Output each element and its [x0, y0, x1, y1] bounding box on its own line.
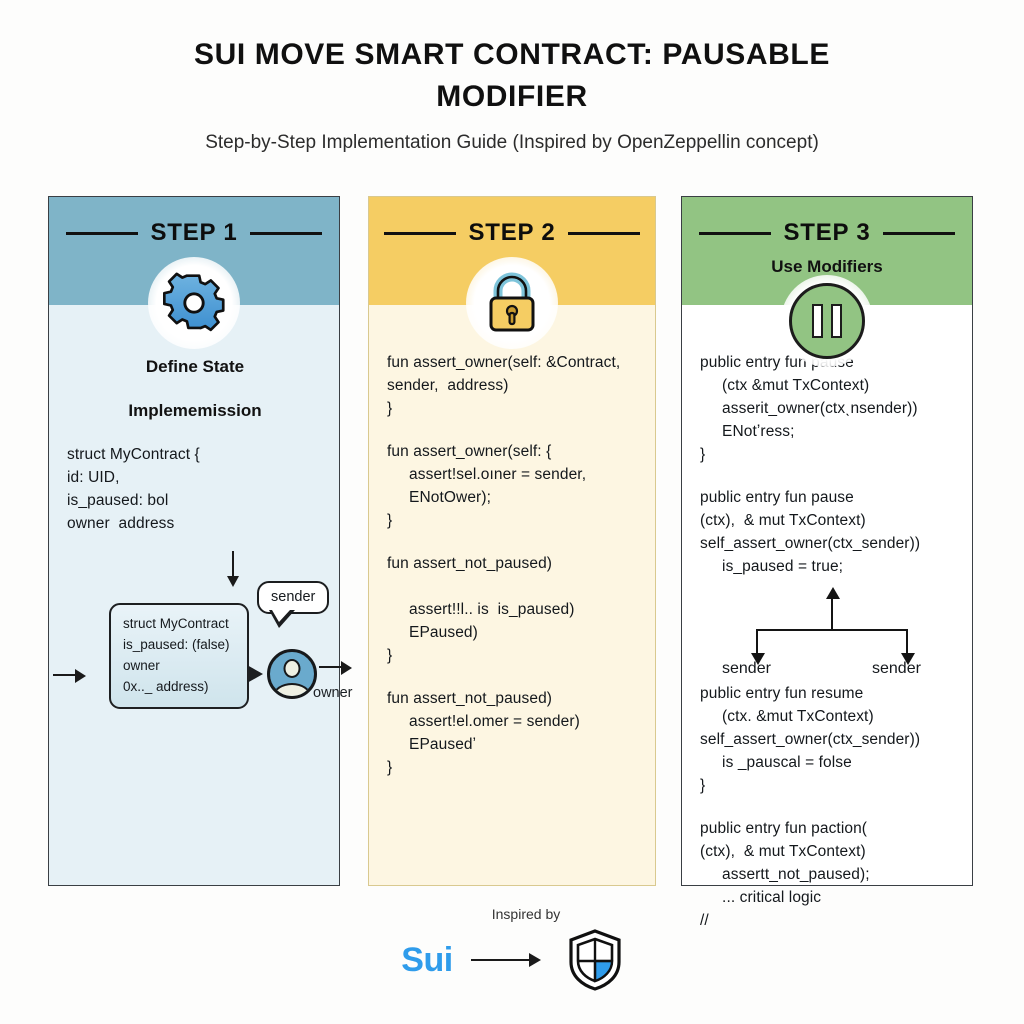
down-arrow-icon [224, 551, 242, 587]
code-text: public entry fun pause (ctx), & mut TxCo… [700, 489, 921, 575]
step-1-label: STEP 1 [150, 219, 238, 246]
page-title: SUI MOVE SMART CONTRACT: PAUSABLE MODIFI… [194, 38, 830, 113]
rule-right [567, 231, 640, 235]
pause-icon-badge [781, 275, 873, 367]
branch-label-left: sender [722, 660, 771, 677]
up-arrow-icon [825, 587, 840, 599]
state-box-line-3: owner [123, 658, 160, 673]
contract-state-box: struct MyContract is_paused: (false) own… [109, 603, 249, 709]
step-2-rule: STEP 2 [369, 219, 655, 247]
code-text: public entry fun resume (ctx. &mut TxCon… [700, 685, 921, 794]
step-2-code-block-4: fun assert_not_paused) assert!el.omer = … [387, 687, 639, 779]
branch-label-right: sender [872, 660, 921, 677]
code-text: public entry fun paction( (ctx), & mut T… [700, 820, 870, 929]
step-3-code-block-4: public entry fun paction( (ctx), & mut T… [700, 817, 956, 932]
arrow-right-icon-out [319, 659, 353, 675]
step-2-body: fun assert_owner(self: &Contract, sender… [369, 305, 655, 885]
shield-icon [569, 929, 621, 991]
footer-note: Inspired by [491, 906, 561, 922]
step-1-code: struct MyContract { id: UID, is_paused: … [67, 446, 200, 532]
state-box-line-1: struct MyContract [123, 616, 229, 631]
step-1-heading-1: Define State [145, 357, 245, 376]
branch-arrows: sender sender [700, 587, 956, 677]
pause-bar-left [812, 304, 823, 338]
rule-left [384, 231, 457, 235]
step-3-code-block-1: public entry fun pause (ctx &mut TxConte… [700, 351, 956, 466]
footer: Inspired by Sui [0, 906, 1024, 992]
sui-logo: Sui [401, 940, 453, 979]
step-2-label: STEP 2 [468, 219, 556, 246]
state-box-line-2: is_paused: (false) [123, 637, 230, 652]
rule-right [249, 231, 322, 235]
lock-icon-badge [466, 257, 558, 349]
step-2-code-block-2: fun assert_owner(self: { assert!sel.oıne… [387, 440, 639, 532]
page-subtitle: Step-by-Step Implementation Guide (Inspi… [205, 132, 819, 153]
step-3-code-block-3: public entry fun resume (ctx. &mut TxCon… [700, 682, 956, 797]
step-card-3: STEP 3 Use Modifiers public entry fun pa… [681, 196, 973, 929]
step-1-body: Define State Implememission struct MyCon… [49, 305, 353, 885]
step-card-1: STEP 1 Define State Implememission struc… [48, 196, 353, 886]
arrow-right-icon [470, 953, 549, 967]
pause-icon [789, 283, 865, 359]
rule-left [699, 231, 772, 235]
state-box-line-4: 0x.._ address) [123, 679, 209, 694]
gear-icon-badge [148, 257, 240, 349]
step-1-heading-2: Implememission [128, 401, 262, 420]
step-2-code-block-1: fun assert_owner(self: &Contract, sender… [387, 351, 639, 420]
code-text: fun assert_owner(self: &Contract, sender… [387, 354, 621, 417]
step-card-2: STEP 2 fun assert_owner(self: &Contract,… [368, 196, 656, 886]
gear-icon [163, 272, 225, 332]
sender-speech-bubble: sender [257, 581, 330, 628]
step-3-label: STEP 3 [783, 219, 871, 246]
lock-icon [489, 272, 535, 332]
rule-left [66, 231, 139, 235]
step-3-code-block-2: public entry fun pause (ctx), & mut TxCo… [700, 486, 956, 578]
step-3-body: public entry fun pause (ctx &mut TxConte… [682, 305, 972, 929]
step-1-rule: STEP 1 [49, 219, 339, 247]
step-1-diagram: struct MyContract is_paused: (false) own… [53, 581, 353, 743]
arrow-right-icon-in [53, 667, 87, 683]
rule-right [882, 231, 955, 235]
owner-label: owner [313, 685, 353, 701]
code-text: fun assert_not_paused) assert!el.omer = … [387, 690, 580, 776]
down-arrow-icon-left [750, 653, 765, 665]
code-text: fun assert_not_paused) assert!!l.. is is… [387, 555, 575, 664]
code-text: public entry fun pause (ctx &mut TxConte… [700, 354, 918, 463]
code-text: fun assert_owner(self: { assert!sel.oıne… [387, 443, 587, 529]
step-3-rule: STEP 3 [682, 219, 972, 247]
sender-bubble-label: sender [271, 589, 316, 605]
down-arrow-icon-right [900, 653, 915, 665]
pause-bar-right [831, 304, 842, 338]
user-avatar-icon [267, 649, 317, 699]
box-pointer-tail [247, 665, 263, 683]
step-2-code-block-3: fun assert_not_paused) assert!!l.. is is… [387, 552, 639, 667]
header: SUI MOVE SMART CONTRACT: PAUSABLE MODIFI… [0, 34, 1024, 154]
footer-row: Sui [0, 928, 1024, 992]
step-3-subtitle: Use Modifiers [771, 257, 883, 276]
